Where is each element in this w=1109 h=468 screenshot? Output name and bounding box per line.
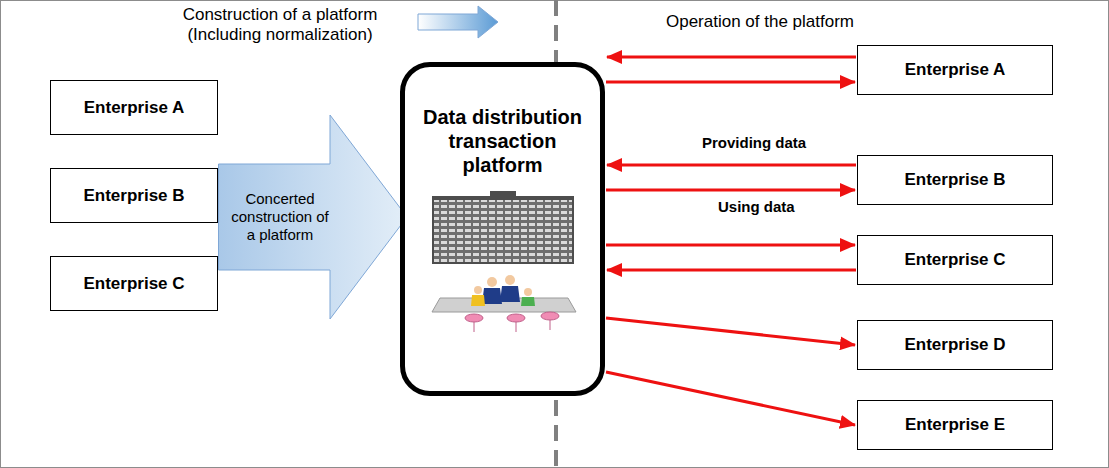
enterprise-box: Enterprise C xyxy=(857,235,1053,285)
enterprise-box: Enterprise A xyxy=(50,80,218,135)
enterprise-box: Enterprise B xyxy=(857,155,1053,205)
node-text: Concerted construction of a platform xyxy=(226,114,334,320)
node-text: Enterprise B xyxy=(77,186,190,206)
node-text: Enterprise C xyxy=(77,274,190,294)
enterprise-box: Enterprise A xyxy=(857,45,1053,95)
node-text: Enterprise A xyxy=(899,60,1011,80)
data-flow-arrow xyxy=(607,164,856,167)
data-flow-arrow xyxy=(607,269,856,272)
data-flow-arrow xyxy=(606,189,855,192)
phase-label: Operation of the platform xyxy=(640,12,880,32)
enterprise-box: Enterprise C xyxy=(50,256,218,311)
data-flow-arrow xyxy=(606,244,855,247)
node-text: Enterprise B xyxy=(898,170,1011,190)
data-flow-arrow xyxy=(607,56,856,59)
node-text: Enterprise A xyxy=(78,98,190,118)
block-arrow: Concerted construction of a platform xyxy=(218,114,408,320)
enterprise-box: Enterprise B xyxy=(50,168,218,223)
platform-box: Data distribution transaction platform xyxy=(400,62,605,396)
data-flow-arrow xyxy=(606,372,855,425)
data-flow-arrow xyxy=(606,318,855,345)
desk xyxy=(432,298,576,312)
node-text: Enterprise C xyxy=(898,250,1011,270)
node-text: Enterprise D xyxy=(898,335,1011,355)
phase-label: Construction of a platform (Including no… xyxy=(165,5,395,45)
staff-figures xyxy=(471,275,535,306)
node-text: Data distribution transaction platform xyxy=(411,105,594,177)
enterprise-box: Enterprise E xyxy=(857,400,1053,450)
data-flow-arrow xyxy=(606,81,855,84)
server-rack xyxy=(432,191,574,264)
phase-arrow xyxy=(418,6,498,38)
edge-label: Using data xyxy=(716,198,797,215)
node-text: Enterprise E xyxy=(899,415,1011,435)
edge-label: Providing data xyxy=(700,134,808,151)
enterprise-box: Enterprise D xyxy=(857,320,1053,370)
stools xyxy=(465,312,559,332)
